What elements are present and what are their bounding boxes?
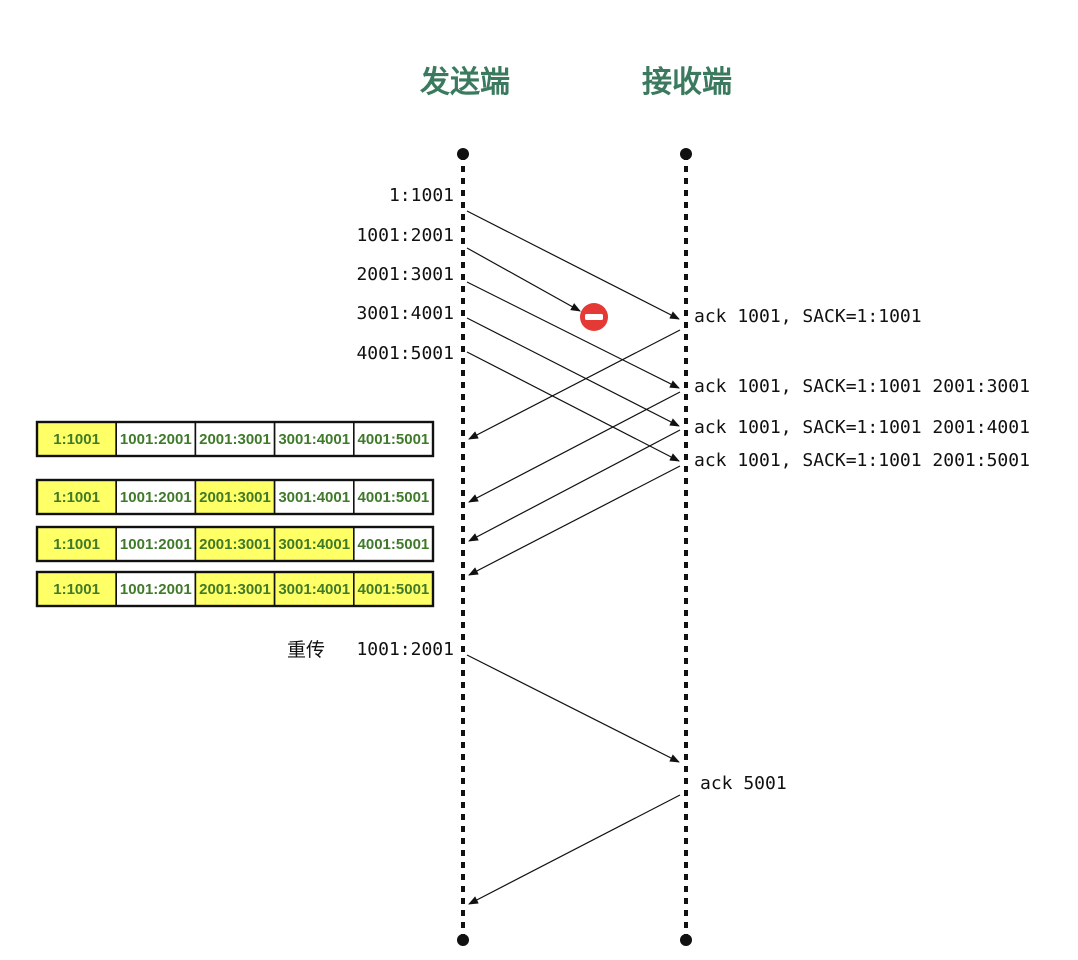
segment-labels: 1:1001 1001:2001 2001:3001 3001:4001 400… <box>356 185 454 364</box>
buffer-cell-label: 4001:5001 <box>358 431 430 448</box>
ack-arrows <box>468 329 681 576</box>
buffer-row-border <box>35 570 435 608</box>
segment-label: 1:1001 <box>389 185 454 206</box>
segment-label: 2001:3001 <box>356 264 454 285</box>
buffer-cell-label: 1001:2001 <box>120 581 192 598</box>
buffer-row-border <box>35 420 435 458</box>
buffer-cell-label: 4001:5001 <box>358 489 430 506</box>
buffer-cell-label: 4001:5001 <box>358 536 430 553</box>
ack-label: ack 1001, SACK=1:1001 2001:4001 <box>694 417 1030 438</box>
sender-buffer-rows: 1:1001 1001:2001 2001:3001 3001:4001 4001:50… <box>35 420 435 608</box>
buffer-cell-missing <box>115 479 197 515</box>
sender-timeline-start-dot <box>457 148 469 160</box>
data-arrow <box>466 281 680 389</box>
ack-label: ack 1001, SACK=1:1001 2001:5001 <box>694 450 1030 471</box>
segment-label: 4001:5001 <box>356 343 454 364</box>
ack-label: ack 1001, SACK=1:1001 2001:3001 <box>694 376 1030 397</box>
buffer-cell-missing <box>273 421 355 457</box>
buffer-cell-label: 1:1001 <box>53 431 100 448</box>
buffer-row: 1:1001 1001:2001 2001:3001 3001:4001 4001:50… <box>35 478 435 516</box>
buffer-row: 1:1001 1001:2001 2001:3001 3001:4001 4001:50… <box>35 525 435 563</box>
retransmit-segment-label: 1001:2001 <box>356 639 454 660</box>
receiver-timeline <box>680 148 692 946</box>
buffer-cell-missing <box>352 479 434 515</box>
buffer-cell-label: 1:1001 <box>53 536 100 553</box>
buffer-cell-label: 2001:3001 <box>199 431 271 448</box>
buffer-cell-label: 2001:3001 <box>199 581 271 598</box>
sender-timeline-end-dot <box>457 934 469 946</box>
retransmit-tag: 重传 <box>287 639 325 661</box>
buffer-cell-label: 3001:4001 <box>278 489 350 506</box>
buffer-cell-label: 3001:4001 <box>278 431 350 448</box>
buffer-cell-label: 4001:5001 <box>358 581 430 598</box>
data-arrow <box>466 317 680 427</box>
lost-data-arrow <box>466 247 581 312</box>
buffer-cell-label: 3001:4001 <box>278 581 350 598</box>
packet-lost-icon <box>580 303 608 331</box>
receiver-timeline-start-dot <box>680 148 692 160</box>
buffer-cell-received <box>36 571 117 607</box>
retransmit-arrow <box>466 654 680 763</box>
buffer-cell-received <box>352 571 434 607</box>
buffer-cell-missing <box>273 479 355 515</box>
data-arrow <box>466 210 680 320</box>
buffer-cell-missing <box>352 526 434 562</box>
final-ack-label: ack 5001 <box>700 773 787 794</box>
buffer-cell-label: 2001:3001 <box>199 489 271 506</box>
buffer-cell-label: 1001:2001 <box>120 536 192 553</box>
segment-label: 3001:4001 <box>356 303 454 324</box>
buffer-row: 1:1001 1001:2001 2001:3001 3001:4001 4001:50… <box>35 570 435 608</box>
ack-arrow <box>468 329 681 440</box>
ack-arrow <box>468 391 681 503</box>
sender-title: 发送端 <box>419 65 510 100</box>
buffer-cell-label: 1:1001 <box>53 581 100 598</box>
data-arrow <box>466 351 680 462</box>
ack-arrow <box>468 465 681 576</box>
buffer-row-border <box>35 478 435 516</box>
receiver-timeline-end-dot <box>680 934 692 946</box>
data-arrows <box>466 210 680 462</box>
buffer-row: 1:1001 1001:2001 2001:3001 3001:4001 4001:50… <box>35 420 435 458</box>
final-ack-arrow <box>468 794 681 905</box>
ack-label: ack 1001, SACK=1:1001 <box>694 306 922 327</box>
buffer-cell-missing <box>115 571 197 607</box>
segment-label: 1001:2001 <box>356 225 454 246</box>
buffer-cell-label: 1001:2001 <box>120 431 192 448</box>
buffer-cell-label: 1001:2001 <box>120 489 192 506</box>
receiver-title: 接收端 <box>642 65 732 100</box>
buffer-row-border <box>35 525 435 563</box>
ack-arrow <box>468 429 681 542</box>
buffer-cell-label: 1:1001 <box>53 489 100 506</box>
buffer-cell-label: 2001:3001 <box>199 536 271 553</box>
buffer-cell-received <box>194 526 276 562</box>
sender-timeline <box>457 148 469 946</box>
buffer-cell-label: 3001:4001 <box>278 536 350 553</box>
ack-labels: ack 1001, SACK=1:1001 ack 1001, SACK=1:1… <box>694 306 1030 471</box>
